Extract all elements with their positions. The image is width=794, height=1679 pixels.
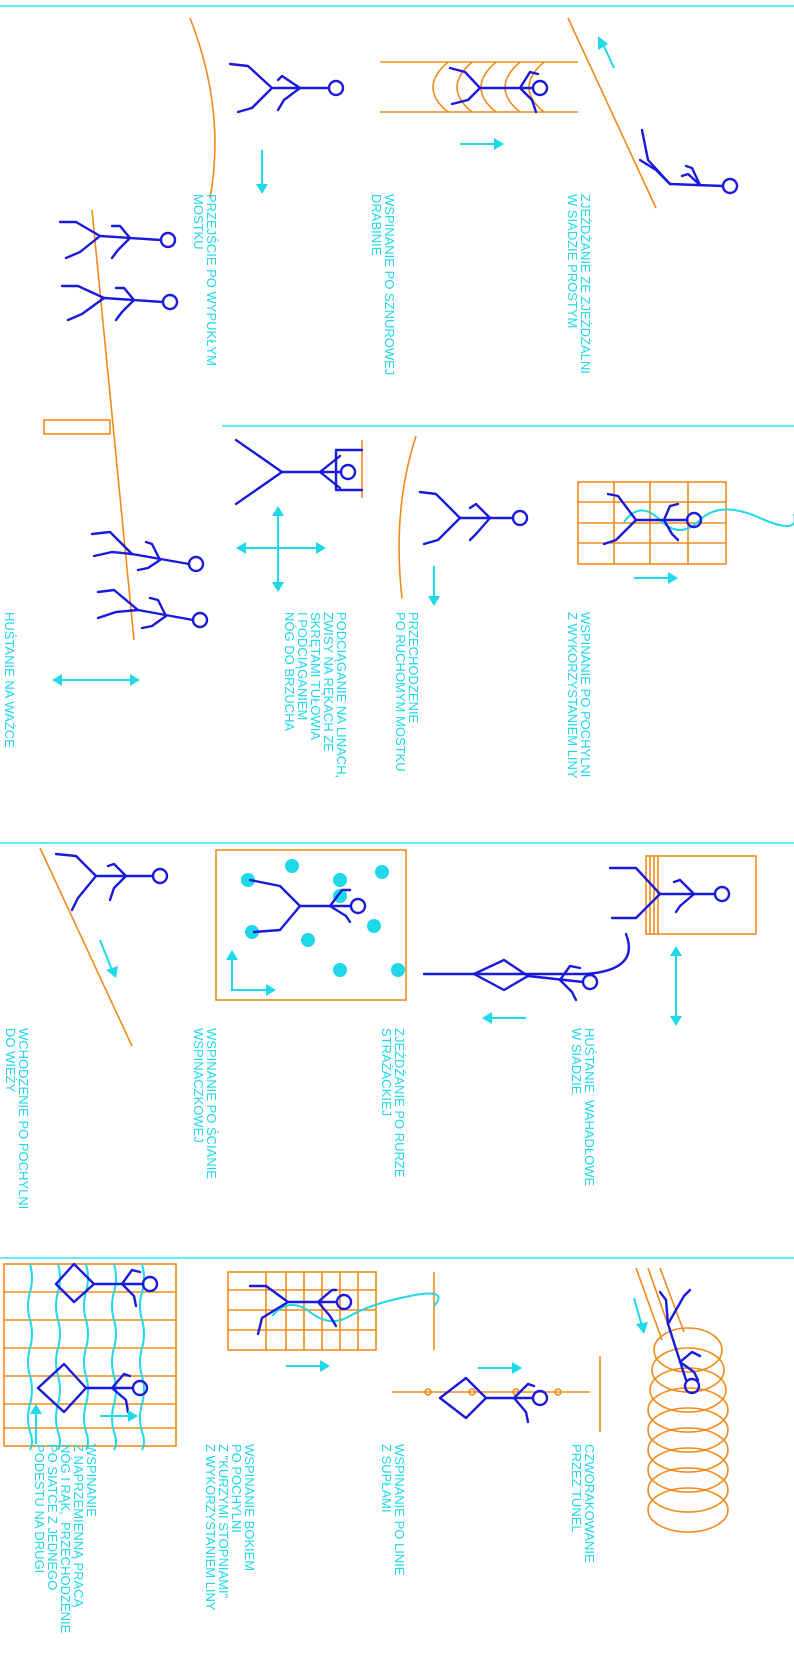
label-hanging-ropes: PODCIĄGANIE NA LINACH, ZWISY NA RĘKACH Z… (282, 612, 349, 779)
label-seesaw: HUŚTANIE NA WAŻCE (2, 612, 17, 748)
stick-figure (228, 62, 345, 114)
section-dividers (0, 5, 794, 1259)
pole-curve (584, 932, 631, 976)
stick-figure (608, 866, 731, 920)
tunnel-rings (635, 1267, 729, 1533)
figure-climbing-net (3, 1262, 177, 1451)
figure-incline-tower (39, 847, 169, 1047)
stick-figure (438, 1376, 549, 1424)
arrow-left (482, 1012, 526, 1024)
arrow-down (633, 1297, 648, 1334)
figure-pendulum-swing (608, 855, 757, 1026)
figure-seesaw (43, 209, 209, 686)
arrow-horizontal-double (52, 674, 140, 686)
figure-climbing-wall (215, 849, 407, 1001)
climb-rope (271, 1292, 440, 1323)
label-incline-tower: WCHODZENIE PO POCHYLNI DO WIEŻY (3, 1028, 31, 1210)
net-vertical-lines (27, 1263, 145, 1451)
swing-frame (645, 855, 757, 935)
stick-figure (472, 958, 599, 1002)
arrow-down-right (99, 939, 118, 978)
label-knotted-rope: WSPINANIE PO LINIE Z SUPŁAMI (379, 1444, 407, 1576)
stick-figure-1 (54, 1262, 159, 1308)
stick-figure (248, 878, 367, 934)
incline-steps (228, 1272, 376, 1350)
stick-figure (602, 492, 703, 546)
figure-moving-bridge (398, 435, 529, 606)
arrow-right (478, 1362, 522, 1374)
figure-side-climbing-rope (227, 1271, 440, 1372)
label-climbing-wall: WSPINANIE PO ŚCIANIE WSPINACZKOWEJ (191, 1028, 219, 1179)
arrow-right (460, 138, 504, 150)
label-side-climbing: WSPINANIE BOKIEM PO POCHYLNI Z "KURZYMI … (203, 1444, 257, 1611)
stick-figure-1 (58, 220, 177, 260)
arrow-down (256, 150, 268, 194)
arrow-down (428, 566, 440, 606)
stick-figure-2 (36, 1362, 149, 1414)
net-frame (3, 1263, 177, 1447)
net-horizontal-lines (4, 1291, 176, 1429)
stick-figure (658, 1288, 702, 1395)
stick-figure (248, 1284, 353, 1336)
moving-bridge-arc (398, 435, 417, 599)
arrow-vertical-double (670, 946, 682, 1026)
stick-figure-2 (60, 284, 179, 322)
tower-incline (39, 847, 133, 1047)
bridge-arc (189, 17, 216, 199)
stick-figure (418, 490, 529, 546)
label-rope-ladder: WSPINANIE PO SZNUROWEJ DRABINIE (369, 194, 397, 376)
slide-ramp (567, 17, 657, 209)
climbing-holds (241, 859, 405, 977)
figure-hanging-ropes (234, 438, 364, 592)
figure-slide-seated (567, 17, 739, 209)
seesaw-pivot (43, 419, 111, 435)
seesaw-beam (91, 209, 135, 641)
arrow-up (30, 1404, 42, 1444)
stick-figure (54, 852, 169, 912)
arrow-corner (226, 950, 276, 996)
stick-figure (448, 66, 549, 114)
incline-frame (227, 1271, 377, 1351)
stick-figure (234, 438, 364, 506)
arrow-up-left (598, 36, 615, 69)
arrow-cross (236, 506, 326, 592)
label-slide-seated: ZJEŻDŻANIE ZE ZJEŻDŻALNI W SIADZIE PROST… (565, 194, 593, 374)
label-climbing-net: WSPINANIE Z NAPRZEMIENNĄ PRACĄ NÓG I RĄK… (32, 1444, 99, 1634)
figure-fireman-pole (422, 932, 631, 1024)
figure-incline-rope (577, 481, 794, 584)
climbing-wall-frame (215, 849, 407, 1001)
figure-rope-ladder (380, 61, 578, 150)
arrow-right (634, 572, 678, 584)
arrow-right (286, 1360, 330, 1372)
incline-steps (578, 482, 726, 564)
label-moving-bridge: PRZECHODZENIE PO RUCHOMYM MOSTKU (393, 612, 421, 772)
label-pendulum-swing: HUŚTANIE WAHADŁOWE W SIADZIE (569, 1028, 597, 1187)
label-convex-bridge: PRZEJŚCIE PO WYPUKŁYM MOSTKU (191, 194, 219, 366)
figure-knotted-rope (392, 1356, 601, 1432)
stick-figure-4 (96, 588, 209, 630)
label-fireman-pole: ZJEŻDŻANIE PO RURZE STRAŻACKIEJ (379, 1028, 407, 1178)
arrow-right (100, 1410, 138, 1422)
stick-figure (638, 128, 739, 195)
figure-tunnel (633, 1267, 729, 1533)
figure-convex-bridge (189, 17, 345, 199)
label-incline-rope: WSPINANIE PO POCHYLNI Z WYKORZYSTANIEM L… (565, 612, 593, 779)
stick-figure-3 (90, 530, 205, 573)
label-tunnel: CZWORAKOWANIE PRZEZ TUNEL (569, 1444, 597, 1563)
rope-knots (424, 1388, 562, 1396)
